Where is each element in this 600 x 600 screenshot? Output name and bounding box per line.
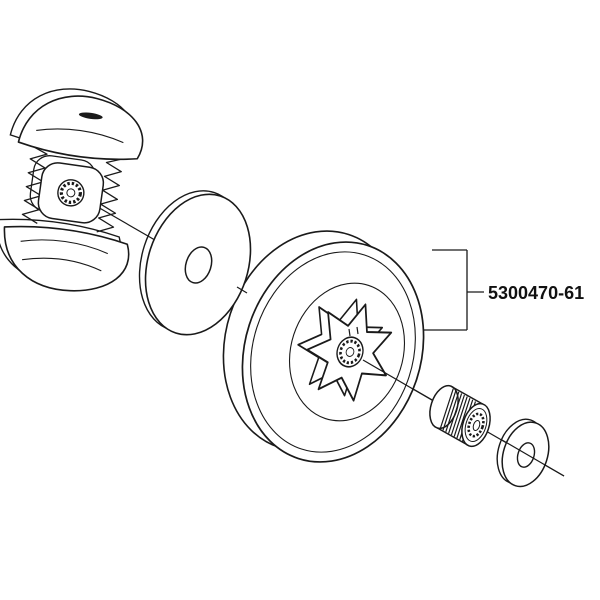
clutch-shoe-bottom-detail — [20, 239, 109, 255]
clutch-hub-center-hole — [66, 188, 76, 198]
needle-bearing — [429, 384, 491, 448]
drive-sprocket — [306, 303, 393, 402]
clutch-drum-with-sprocket — [222, 230, 425, 463]
clutch-shoe-bottom-detail — [22, 257, 102, 272]
sprocket-center-hole — [345, 347, 355, 357]
keyway-mark — [348, 328, 351, 337]
clutch-assembly — [0, 88, 144, 292]
washer-hole — [184, 246, 213, 284]
part-callout — [424, 249, 484, 331]
bearing-top-edge — [450, 385, 484, 405]
bearing-cage-lip — [464, 408, 488, 442]
flat-washer-large — [138, 190, 252, 336]
bearing-needle-ring — [467, 412, 485, 438]
keyway-mark — [356, 326, 359, 335]
axis-centerline-through-washer — [501, 439, 565, 477]
clutch-spring-left — [21, 145, 48, 225]
sprocket-spline-teeth — [339, 339, 361, 365]
clutch-spring-right — [96, 158, 124, 233]
clutch-hub-spline-teeth — [59, 181, 82, 204]
small-washer-hole — [516, 442, 536, 468]
bearing-center-hole — [472, 419, 481, 432]
clutch-shoe-top — [17, 95, 144, 161]
axis-centerline-washer-to-drum — [236, 286, 248, 294]
clutch-shoe-top-detail — [36, 128, 124, 144]
part-number-label: 5300470-61 — [488, 283, 584, 303]
drum-rim-lip — [250, 251, 416, 453]
bearing-bottom-edge — [436, 427, 470, 447]
clutch-shoe-bottom — [3, 225, 130, 292]
clutch-shoe-slot — [78, 112, 103, 120]
drum-recess — [288, 282, 406, 422]
